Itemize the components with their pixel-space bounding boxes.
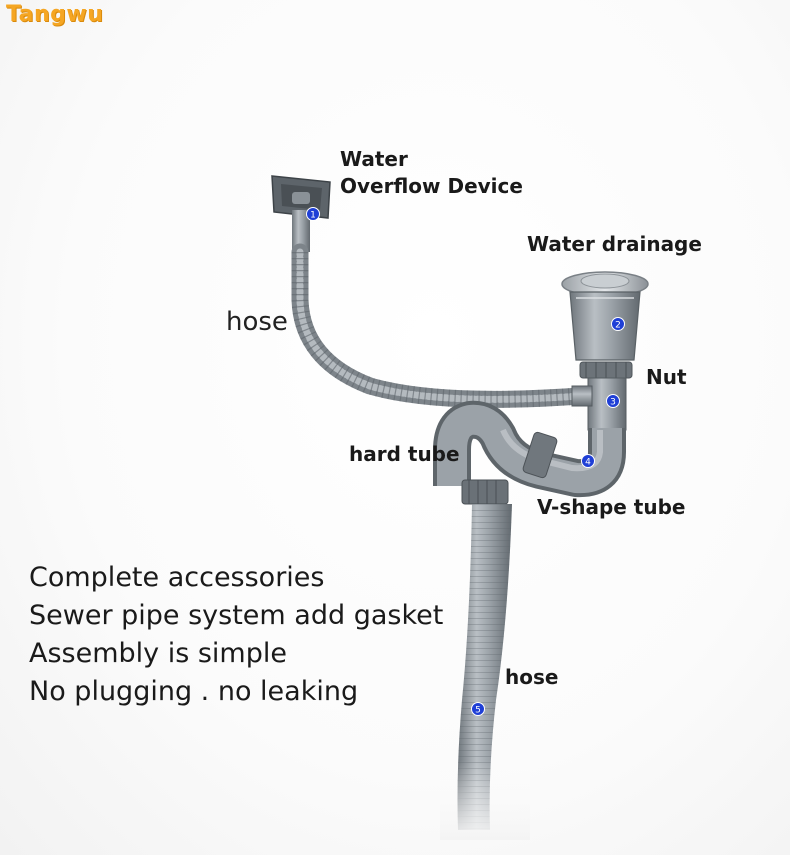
hard-tube-label: hard tube bbox=[349, 442, 460, 466]
hose-bottom-label: hose bbox=[505, 665, 559, 689]
svg-text:4: 4 bbox=[585, 458, 591, 468]
svg-text:3: 3 bbox=[610, 398, 616, 408]
feature-item: Sewer pipe system add gasket bbox=[29, 600, 444, 631]
v-shape-tube bbox=[433, 400, 626, 498]
marker-2: 2 bbox=[611, 317, 625, 331]
overflow-device-label: Water Overflow Device bbox=[340, 146, 523, 200]
overflow-device bbox=[271, 175, 331, 252]
overflow-label-line2: Overflow Device bbox=[340, 174, 523, 198]
hose-top-label: hose bbox=[226, 307, 288, 337]
svg-text:2: 2 bbox=[615, 321, 621, 331]
overflow-label-line1: Water bbox=[340, 147, 408, 171]
feature-list: Complete accessories Sewer pipe system a… bbox=[29, 559, 443, 711]
feature-item: No plugging . no leaking bbox=[29, 676, 359, 707]
feature-item: Assembly is simple bbox=[29, 638, 287, 669]
upper-hose bbox=[291, 243, 589, 408]
feature-item: Complete accessories bbox=[29, 562, 325, 593]
marker-5: 5 bbox=[471, 702, 485, 716]
drainage-label: Water drainage bbox=[527, 232, 702, 256]
brand-logo: Tangwu bbox=[6, 2, 104, 27]
svg-text:5: 5 bbox=[475, 706, 481, 716]
nut-label: Nut bbox=[646, 365, 687, 389]
v-shape-tube-label: V-shape tube bbox=[537, 495, 686, 519]
marker-4: 4 bbox=[581, 454, 595, 468]
marker-1: 1 bbox=[306, 207, 320, 221]
marker-3: 3 bbox=[606, 394, 620, 408]
hard-tube-coupling bbox=[461, 479, 509, 505]
lower-hose bbox=[440, 504, 530, 840]
svg-text:1: 1 bbox=[310, 211, 316, 221]
water-drainage-basket bbox=[561, 271, 649, 431]
